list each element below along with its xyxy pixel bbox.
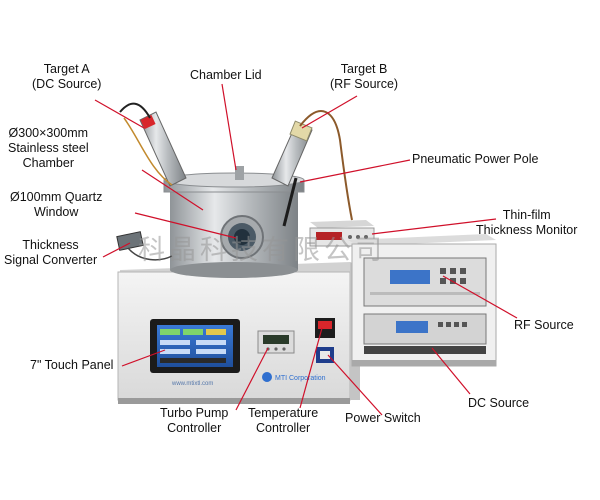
quartz-window <box>220 215 264 259</box>
target-a-gun <box>119 102 187 187</box>
instrument-rack <box>348 234 497 367</box>
label-pneumatic-pole: Pneumatic Power Pole <box>412 152 539 166</box>
leader-touch-panel <box>121 349 166 367</box>
label-thickness-monitor: Thin-film Thickness Monitor <box>476 208 578 237</box>
website-text: www.mtixtl.com <box>171 381 213 387</box>
leader-pneumatic-pole <box>299 159 411 183</box>
label-chamber: Ø300×300mm Stainless steel Chamber <box>8 126 89 170</box>
label-target-b: Target B (RF Source) <box>330 62 399 91</box>
mti-logo <box>262 372 272 382</box>
label-target-a: Target A (DC Source) <box>32 62 102 91</box>
leader-chamber-lid <box>221 83 237 171</box>
leader-turbo-pump <box>235 347 269 411</box>
leader-dc-source <box>431 347 471 395</box>
label-turbo-pump: Turbo Pump Controller <box>160 406 229 435</box>
leader-chamber <box>141 169 204 211</box>
leader-power-switch <box>327 354 383 416</box>
turbo-pump-controller <box>257 330 295 354</box>
label-signal-converter: Thickness Signal Converter <box>4 238 98 267</box>
power-switch <box>316 347 334 363</box>
leader-signal-converter <box>102 242 131 258</box>
label-quartz-window: Ø100mm Quartz Window <box>10 190 103 219</box>
label-dc-source: DC Source <box>468 396 530 410</box>
label-touch-panel: 7" Touch Panel <box>30 358 114 372</box>
touch-panel <box>150 319 240 373</box>
pneumatic-power-pole <box>282 177 298 227</box>
leader-quartz-window <box>134 212 237 239</box>
target-b-gun <box>271 110 353 221</box>
temperature-controller <box>315 318 335 338</box>
chamber-lid-knob <box>235 166 244 180</box>
leader-rf-source <box>442 275 518 319</box>
leader-thickness-monitor <box>371 218 497 235</box>
thickness-signal-converter <box>116 231 173 261</box>
label-temperature: Temperature Controller <box>248 406 319 435</box>
brand-text: MTI Corporation <box>275 375 326 382</box>
label-rf-source: RF Source <box>514 318 574 332</box>
watermark-text: 科晶科技有限公司 <box>138 235 386 266</box>
leader-lines <box>94 83 518 416</box>
label-power-switch: Power Switch <box>345 411 421 425</box>
leader-target-b <box>301 95 358 129</box>
leader-target-a <box>94 99 145 129</box>
label-chamber-lid: Chamber Lid <box>190 68 262 82</box>
leader-temperature <box>299 327 323 409</box>
